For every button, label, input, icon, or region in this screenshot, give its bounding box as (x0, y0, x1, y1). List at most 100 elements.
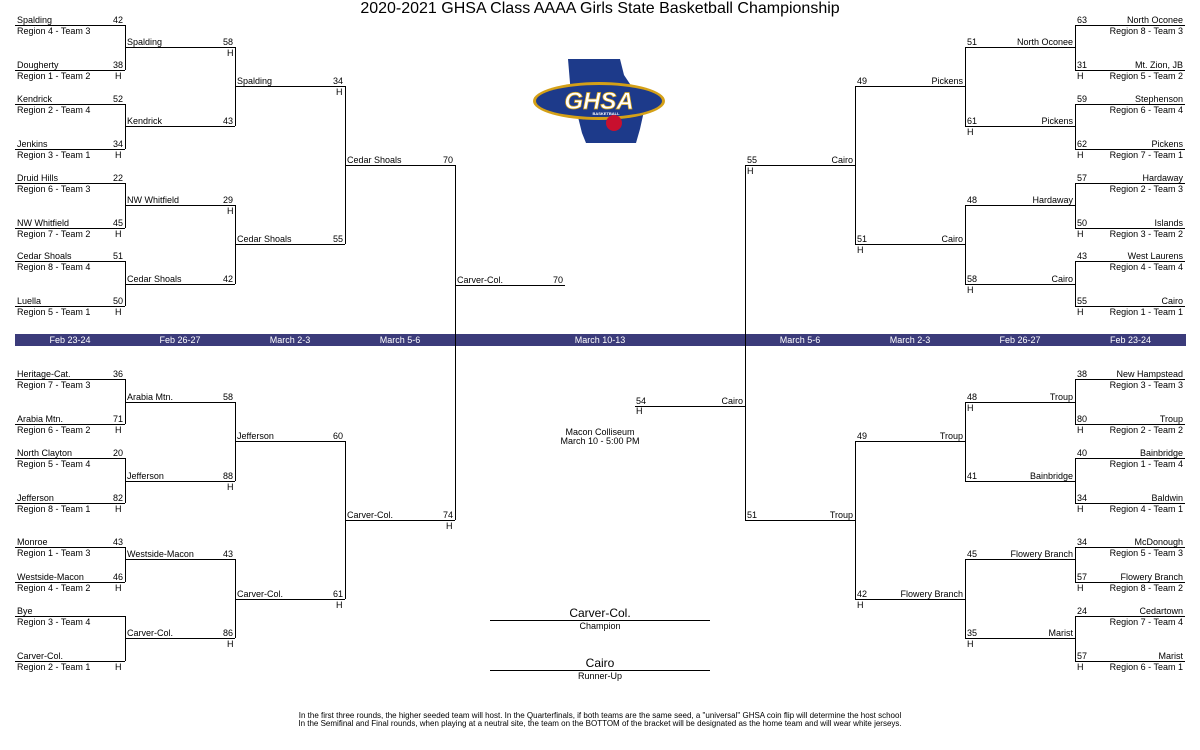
bracket-line (1075, 25, 1185, 26)
team-score: 58 (222, 392, 233, 402)
team-name: Troup (939, 431, 963, 441)
team-score: 42 (222, 274, 233, 284)
team-seed: Region 8 - Team 3 (1109, 26, 1183, 36)
team-score: 51 (747, 510, 758, 520)
bracket-connector (1075, 616, 1076, 661)
bracket-line (235, 441, 345, 442)
home-marker: H (1077, 662, 1084, 672)
round-date-label: Feb 26-27 (159, 335, 201, 345)
bracket-line (125, 126, 235, 127)
bracket-line (15, 149, 125, 150)
team-score: 55 (1077, 296, 1088, 306)
team-name: Hardaway (1142, 173, 1183, 183)
team-name: Jefferson (127, 471, 164, 481)
team-name: Cairo (831, 155, 853, 165)
team-score: 51 (967, 37, 978, 47)
team-seed: Region 2 - Team 2 (1109, 425, 1183, 435)
bracket-line (235, 244, 345, 245)
bracket-line (125, 205, 235, 206)
bracket-line (1075, 503, 1185, 504)
team-name: Carver-Col. (347, 510, 394, 520)
bracket-line (345, 520, 455, 521)
team-score: 49 (857, 76, 868, 86)
team-seed: Region 5 - Team 3 (1109, 548, 1183, 558)
team-name: Westside-Macon (127, 549, 194, 559)
team-name: Arabia Mtn. (17, 414, 64, 424)
venue-name: Macon Colliseum (565, 427, 635, 437)
team-name: Jefferson (17, 493, 54, 503)
team-seed: Region 4 - Team 4 (1109, 262, 1183, 272)
bracket-line (1075, 582, 1185, 583)
team-seed: Region 1 - Team 2 (17, 71, 91, 81)
team-name: Spalding (237, 76, 273, 86)
home-marker: H (446, 521, 453, 531)
team-score: 55 (747, 155, 758, 165)
team-score: 58 (967, 274, 978, 284)
team-score: 43 (1077, 251, 1088, 261)
team-seed: Region 6 - Team 1 (1109, 662, 1183, 672)
bracket-line (965, 126, 1075, 127)
team-seed: Region 7 - Team 4 (1109, 617, 1183, 627)
team-name: Stephenson (1134, 94, 1183, 104)
bracket-line (965, 47, 1075, 48)
home-marker: H (636, 406, 643, 416)
team-name: Carver-Col. (127, 628, 174, 638)
team-seed: Region 7 - Team 2 (17, 229, 91, 239)
round-date-label: Feb 23-24 (1109, 335, 1152, 345)
home-marker: H (115, 307, 122, 317)
team-name: Druid Hills (17, 173, 59, 183)
bracket-line (855, 599, 965, 600)
bracket-line (15, 261, 125, 262)
team-score: 35 (967, 628, 978, 638)
bracket-line (125, 481, 235, 482)
home-marker: H (1077, 504, 1084, 514)
team-score: 60 (332, 431, 343, 441)
bracket-line (15, 379, 125, 380)
team-score: 71 (112, 414, 123, 424)
bracket-line (1075, 547, 1185, 548)
bracket-connector (1075, 547, 1076, 582)
home-marker: H (115, 229, 122, 239)
bracket-line (455, 285, 565, 286)
team-score: 62 (1077, 139, 1088, 149)
home-marker: H (115, 150, 122, 160)
bracket-line (15, 70, 125, 71)
team-score: 38 (112, 60, 123, 70)
bracket-line (965, 205, 1075, 206)
bracket-connector (1075, 458, 1076, 503)
team-score: 31 (1077, 60, 1088, 70)
home-marker: H (227, 48, 234, 58)
bracket-line (125, 284, 235, 285)
team-name: Cedar Shoals (347, 155, 402, 165)
bracket-line (855, 86, 965, 87)
team-score: 82 (112, 493, 123, 503)
team-score: 58 (222, 37, 233, 47)
bracket-connector (1075, 379, 1076, 424)
bracket-line (15, 104, 125, 105)
team-seed: Region 1 - Team 1 (1109, 307, 1183, 317)
bracket-line (635, 406, 745, 407)
team-seed: Region 2 - Team 3 (1109, 184, 1183, 194)
team-seed: Region 6 - Team 2 (17, 425, 91, 435)
team-seed: Region 8 - Team 2 (1109, 583, 1183, 593)
bracket-line (1075, 306, 1185, 307)
home-marker: H (227, 206, 234, 216)
team-score: 40 (1077, 448, 1088, 458)
team-score: 42 (112, 15, 123, 25)
note-line: In the Semifinal and Final rounds, when … (298, 719, 902, 728)
team-name: Cedar Shoals (17, 251, 72, 261)
team-name: Kendrick (127, 116, 163, 126)
team-name: North Oconee (1016, 37, 1073, 47)
bracket-connector (125, 547, 126, 582)
team-name: Heritage-Cat. (17, 369, 71, 379)
team-name: North Clayton (17, 448, 73, 458)
team-name: Carver-Col. (17, 651, 64, 661)
team-name: Cairo (1161, 296, 1183, 306)
bracket-line (1075, 149, 1185, 150)
team-score: 49 (857, 431, 868, 441)
team-score: 34 (332, 76, 343, 86)
bracket-line (1075, 424, 1185, 425)
bracket-connector (125, 261, 126, 306)
home-marker: H (857, 600, 864, 610)
